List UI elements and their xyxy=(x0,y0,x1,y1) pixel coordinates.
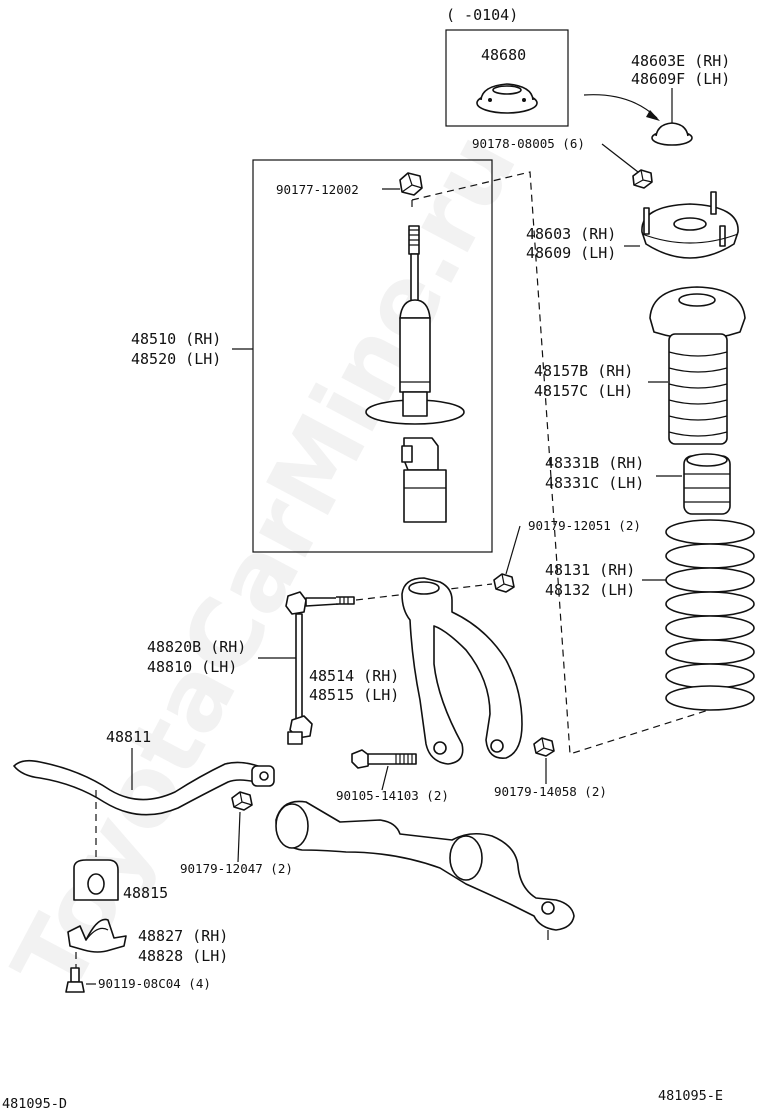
nut-90178-08005 xyxy=(632,169,653,189)
leader-arrow-48603e xyxy=(583,94,658,119)
label-48815[interactable]: 48815 xyxy=(123,884,168,902)
bushing-48815 xyxy=(73,859,119,901)
label-48603e[interactable]: 48603E (RH) xyxy=(631,52,730,70)
upper-support-48603 xyxy=(641,191,739,259)
bracket-48827 xyxy=(67,918,127,953)
footer-code-left: 481095-D xyxy=(2,1096,67,1112)
strut-assembly-box xyxy=(252,159,493,553)
label-48827[interactable]: 48827 (RH) xyxy=(138,927,228,945)
nut-90179-14058 xyxy=(533,737,555,757)
label-48609f[interactable]: 48609F (LH) xyxy=(631,70,730,88)
stabilizer-bar-48811 xyxy=(13,759,275,816)
upper-mount-cap-48680 xyxy=(476,83,538,114)
spring-seat-boot-48157b xyxy=(649,286,746,445)
label-48331b[interactable]: 48331B (RH) xyxy=(545,454,644,472)
label-90177-12002[interactable]: 90177-12002 xyxy=(276,182,359,197)
label-90179-12051[interactable]: 90179-12051 (2) xyxy=(528,518,641,533)
label-48510[interactable]: 48510 (RH) xyxy=(131,330,221,348)
nut-90179-12051 xyxy=(493,573,515,593)
part-48680-box xyxy=(445,29,569,127)
dashed-link-bolt xyxy=(355,583,493,601)
label-48331c[interactable]: 48331C (LH) xyxy=(545,474,644,492)
leader-90179-12051 xyxy=(505,525,521,575)
leader-90105 xyxy=(381,765,389,791)
label-48820b[interactable]: 48820B (RH) xyxy=(147,638,246,656)
assembly-dashed-path xyxy=(411,171,741,755)
bolt-90119-08c04 xyxy=(65,967,85,993)
label-48520[interactable]: 48520 (LH) xyxy=(131,350,221,368)
leader-90179-12047 xyxy=(237,811,241,863)
date-range-label: ( -0104) xyxy=(446,6,518,24)
label-48603[interactable]: 48603 (RH) xyxy=(526,225,616,243)
label-90178-08005[interactable]: 90178-08005 (6) xyxy=(472,136,585,151)
bolt-90105-14103 xyxy=(351,749,417,769)
label-48157b[interactable]: 48157B (RH) xyxy=(534,362,633,380)
shock-absorber-48510 xyxy=(365,225,465,523)
label-90179-12047[interactable]: 90179-12047 (2) xyxy=(180,861,293,876)
label-90105-14103[interactable]: 90105-14103 (2) xyxy=(336,788,449,803)
stabilizer-link-48820b xyxy=(285,591,355,745)
leader-90178 xyxy=(601,143,639,173)
label-48680[interactable]: 48680 xyxy=(481,46,526,64)
label-90179-14058[interactable]: 90179-14058 (2) xyxy=(494,784,607,799)
label-48810[interactable]: 48810 (LH) xyxy=(147,658,237,676)
label-48132[interactable]: 48132 (LH) xyxy=(545,581,635,599)
arrow-head xyxy=(646,110,660,121)
bump-stopper-48331b xyxy=(683,453,731,515)
footer-code-right: 481095-E xyxy=(658,1088,723,1104)
knuckle-bracket xyxy=(401,577,523,765)
label-48157c[interactable]: 48157C (LH) xyxy=(534,382,633,400)
nut-90177-12002 xyxy=(399,172,423,196)
label-48131[interactable]: 48131 (RH) xyxy=(545,561,635,579)
label-48811[interactable]: 48811 xyxy=(106,728,151,746)
label-48514[interactable]: 48514 (RH) xyxy=(309,667,399,685)
lower-control-arm xyxy=(275,800,575,940)
label-90119-08c04[interactable]: 90119-08C04 (4) xyxy=(98,976,211,991)
label-48828[interactable]: 48828 (LH) xyxy=(138,947,228,965)
nut-90179-12047 xyxy=(231,791,253,811)
label-48609[interactable]: 48609 (LH) xyxy=(526,244,616,262)
cap-48603e xyxy=(651,122,693,146)
coil-spring-48131 xyxy=(665,519,755,711)
label-48515[interactable]: 48515 (LH) xyxy=(309,686,399,704)
